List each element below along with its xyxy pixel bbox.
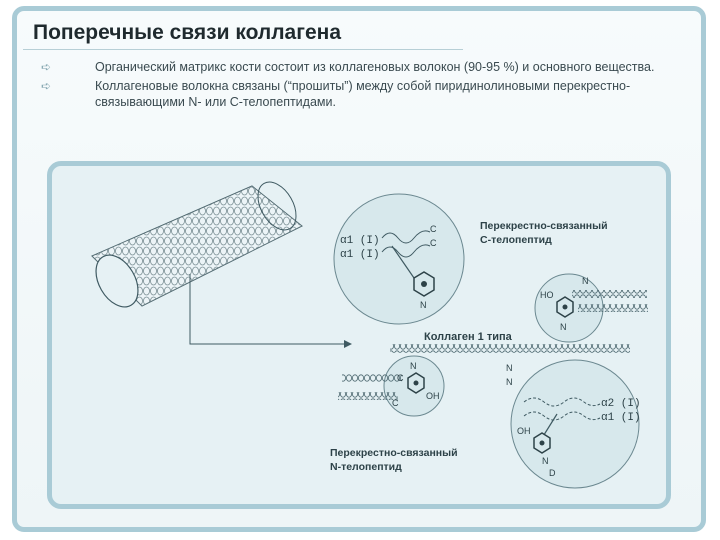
chain-label: α2 (I) <box>601 398 641 410</box>
right-crosslink-circle: HO N N <box>535 274 648 342</box>
n-telopeptide-label: Перекрестно-связанный <box>330 447 458 459</box>
atom-label: N <box>560 322 567 332</box>
collagen-strand <box>390 344 630 353</box>
bullet-arrow-icon: ➪ <box>41 59 51 75</box>
bullet-list: ➪ Органический матрикс кости состоит из … <box>41 59 691 113</box>
bullet-item: ➪ Органический матрикс кости состоит из … <box>41 59 691 75</box>
collagen-type-label: Коллаген 1 типа <box>424 331 513 343</box>
atom-label: OH <box>426 391 440 401</box>
collagen-crosslink-diagram: α1 (I) α1 (I) C C N Перекрестно-связанны… <box>52 166 666 504</box>
n-telopeptide-circle: α2 (I) α1 (I) OH N D <box>511 360 641 488</box>
chain-label: α1 (I) <box>340 249 380 261</box>
atom-label: C <box>430 224 437 234</box>
chain-label: α1 (I) <box>601 412 641 424</box>
chain-label: α1 (I) <box>340 235 380 247</box>
left-crosslink-circle: N C OH C <box>338 356 444 416</box>
diagram-panel: α1 (I) α1 (I) C C N Перекрестно-связанны… <box>47 161 671 509</box>
n-telopeptide-label: N-телопептид <box>330 461 402 473</box>
atom-label: C <box>397 373 404 383</box>
atom-label: N <box>506 377 513 387</box>
c-telopeptide-label: С-телопептид <box>480 234 552 246</box>
atom-label: N <box>542 456 549 466</box>
atom-label: N <box>506 363 513 373</box>
atom-label: N <box>420 300 427 310</box>
atom-label: D <box>549 468 556 478</box>
atom-label: HO <box>540 290 554 300</box>
atom-label: OH <box>517 426 531 436</box>
c-telopeptide-label: Перекрестно-связанный <box>480 220 608 232</box>
slide: Поперечные связи коллагена ➪ Органически… <box>12 6 706 532</box>
leader-line <box>190 274 344 344</box>
atom-label: N <box>582 276 589 286</box>
slide-title: Поперечные связи коллагена <box>33 21 341 45</box>
bullet-item: ➪ Коллагеновые волокна связаны (“прошиты… <box>41 78 691 110</box>
bullet-text: Коллагеновые волокна связаны (“прошиты”)… <box>95 79 630 109</box>
title-divider <box>23 49 463 50</box>
c-telopeptide-circle: α1 (I) α1 (I) C C N <box>334 194 464 324</box>
atom-label: C <box>392 398 399 408</box>
atom-label: N <box>410 361 417 371</box>
collagen-fibril <box>87 175 303 314</box>
bullet-text: Органический матрикс кости состоит из ко… <box>95 60 654 74</box>
bullet-arrow-icon: ➪ <box>41 78 51 94</box>
leader-arrow-icon <box>344 340 352 348</box>
atom-label: C <box>430 238 437 248</box>
